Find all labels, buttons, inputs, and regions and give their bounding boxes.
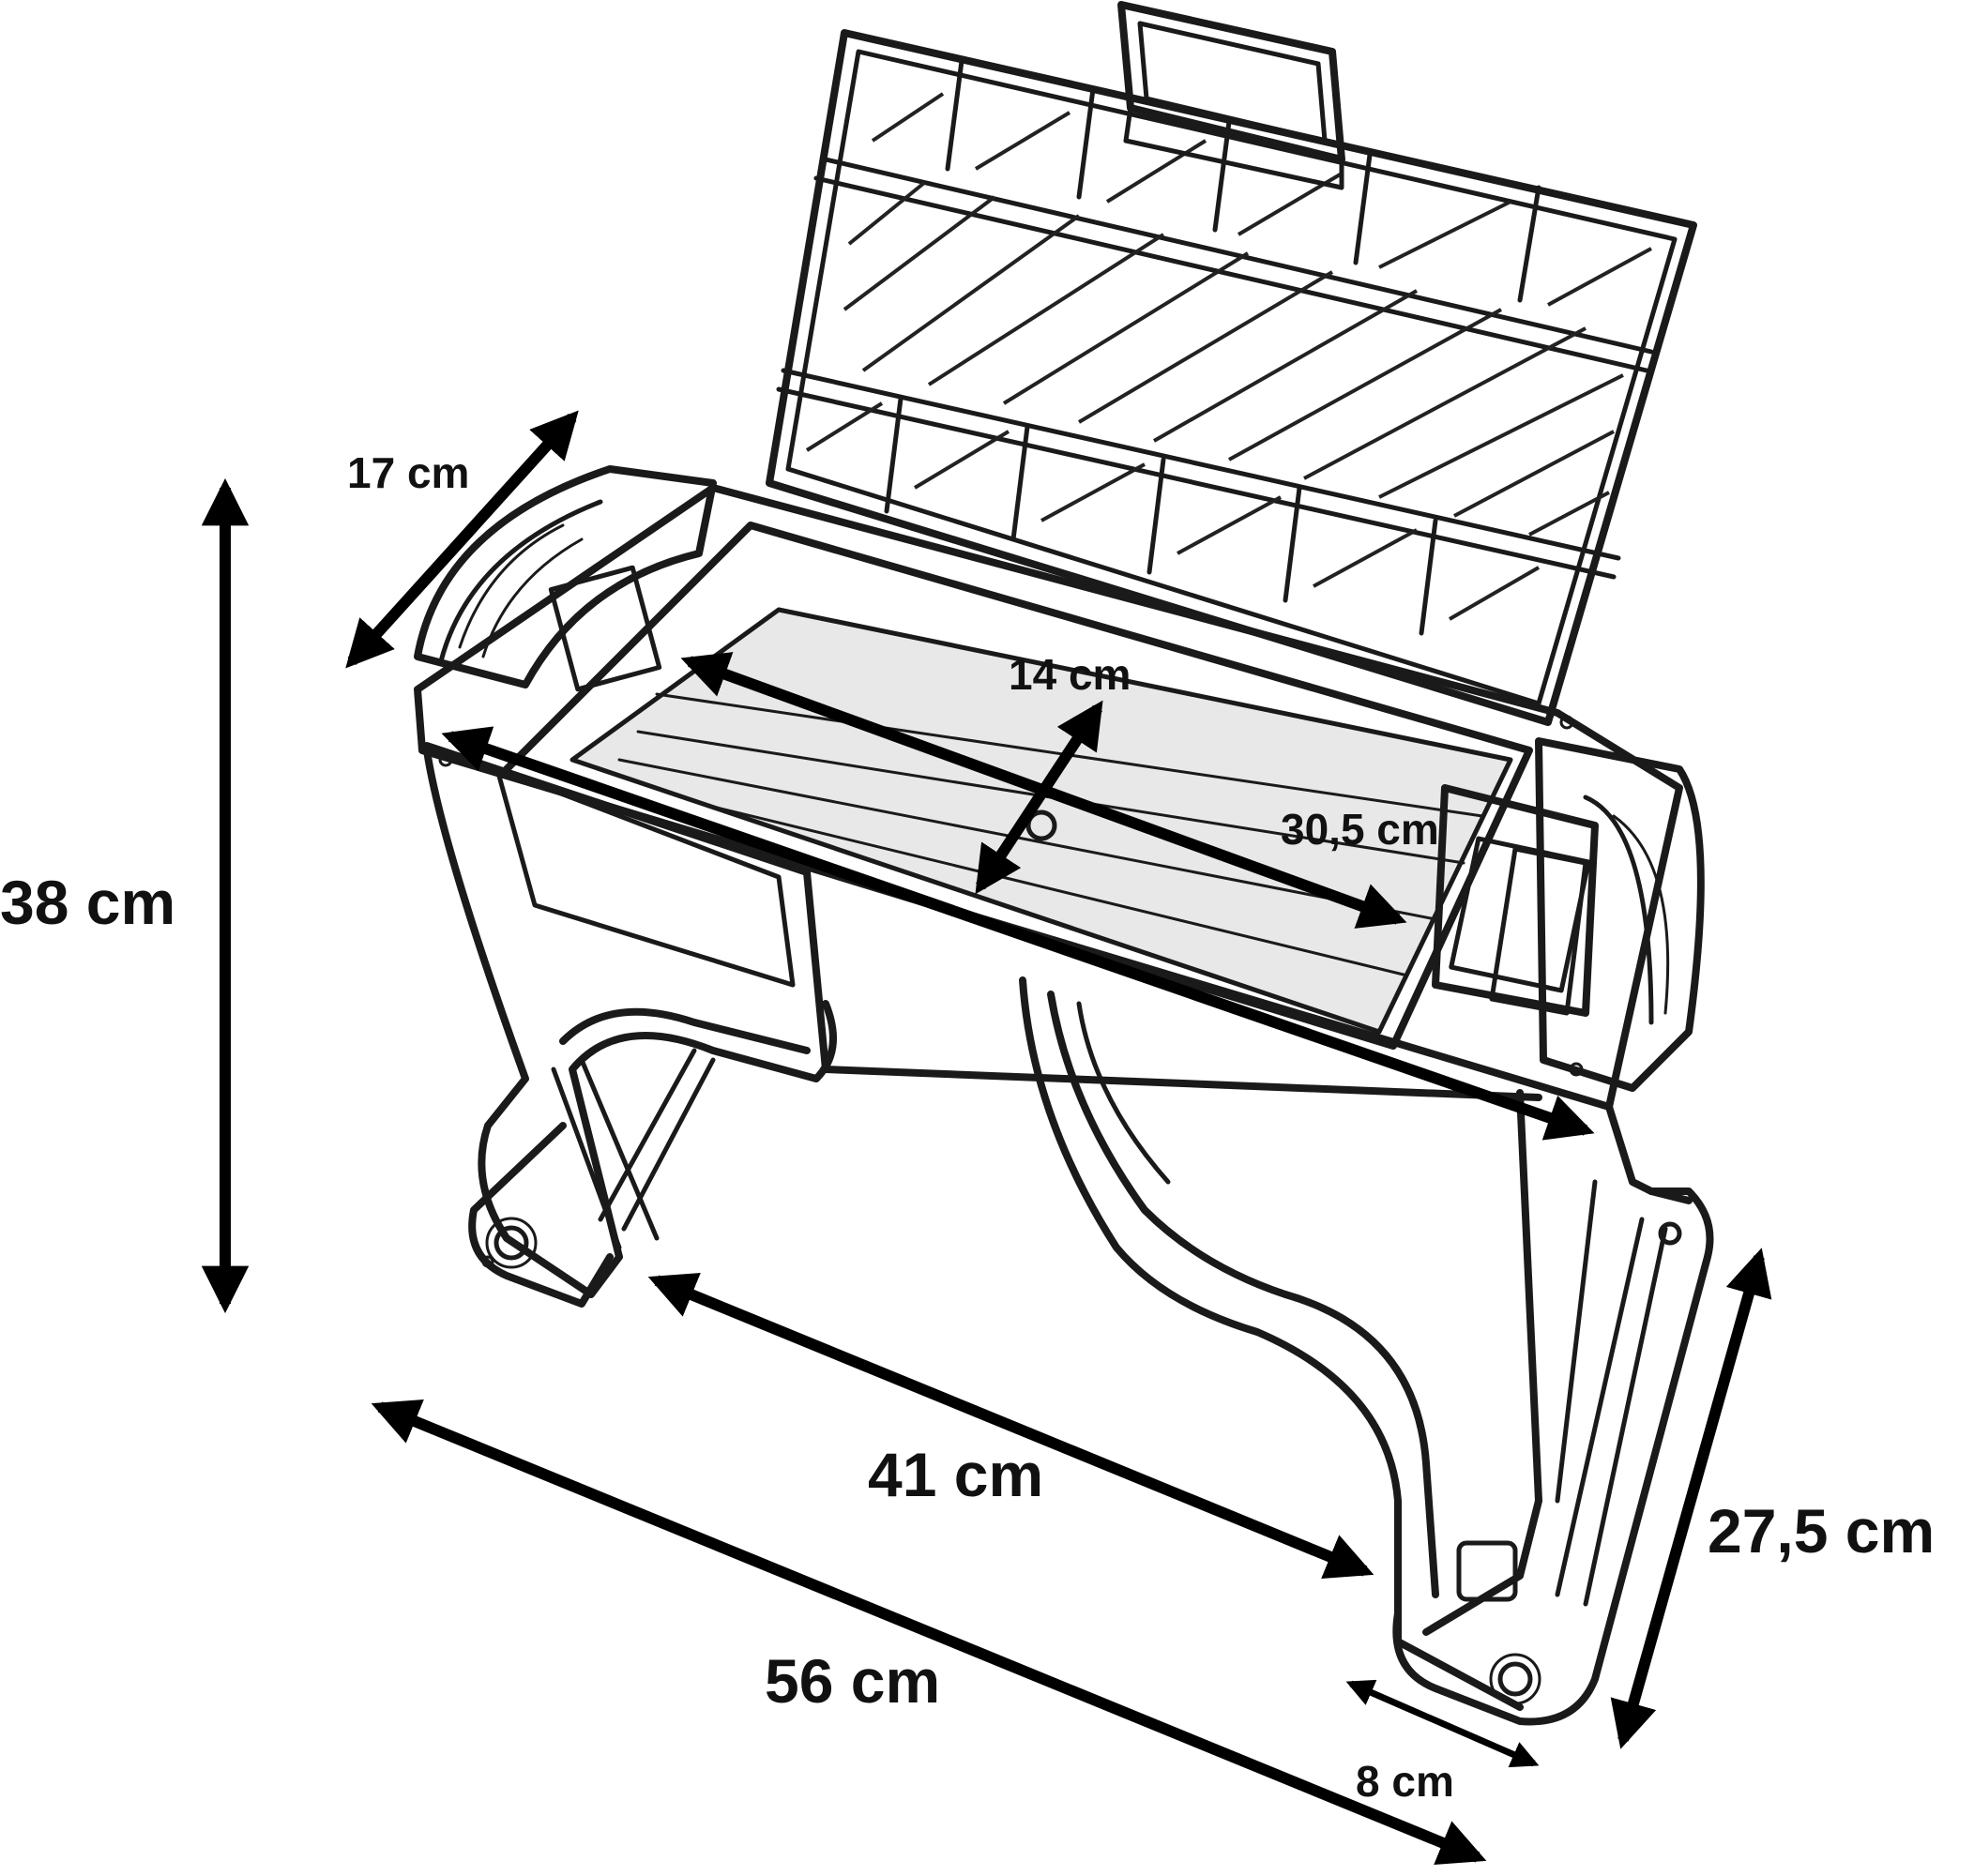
label-side-depth: 27,5 cm: [1708, 1496, 1935, 1566]
arrow-total-width: [371, 1399, 1487, 1866]
label-total-width: 56 cm: [765, 1646, 940, 1716]
dimension-labels: 17 cm 14 cm 30,5 cm 38 cm 41 cm 56 cm 27…: [0, 448, 1935, 1806]
arrow-side-depth: [1610, 1248, 1772, 1749]
lid-hatching: [843, 181, 1624, 537]
label-compartment-depth: 14 cm: [1009, 650, 1131, 699]
arrow-lid-depth: [345, 410, 579, 669]
label-total-height: 38 cm: [0, 868, 175, 937]
label-inner-width: 41 cm: [868, 1440, 1043, 1509]
label-lid-depth: 17 cm: [347, 448, 469, 497]
arrow-foot-width: [1345, 1679, 1540, 1768]
open-lid: [766, 1, 1697, 726]
arrow-long-diagonal: [441, 726, 1595, 1141]
label-compartment-width: 30,5 cm: [1281, 805, 1439, 854]
label-foot-width: 8 cm: [1356, 1757, 1454, 1806]
dimension-arrows: [201, 410, 1772, 1866]
arrow-inner-width: [647, 1273, 1374, 1579]
